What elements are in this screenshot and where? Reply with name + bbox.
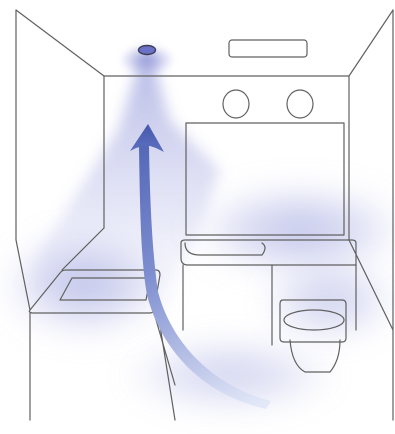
room-linework xyxy=(15,9,394,421)
vanity-basin xyxy=(184,242,266,256)
mirror xyxy=(185,122,345,236)
airflow-arrow-head xyxy=(130,124,164,152)
airflow-arrow-icon xyxy=(130,124,271,409)
light-fixture-icon xyxy=(222,89,250,119)
airflow-glow xyxy=(0,44,395,415)
ceiling-light-panel xyxy=(228,39,308,58)
light-fixture-icon xyxy=(286,89,314,119)
bathtub xyxy=(28,269,161,314)
toilet-seat xyxy=(283,309,345,331)
ceiling-vent-icon xyxy=(137,44,157,56)
vent-glow xyxy=(119,44,175,76)
toilet-tank xyxy=(279,299,347,343)
airflow-floor-cloud xyxy=(120,335,340,415)
vanity-counter xyxy=(180,239,357,266)
toilet-bowl xyxy=(289,339,341,373)
